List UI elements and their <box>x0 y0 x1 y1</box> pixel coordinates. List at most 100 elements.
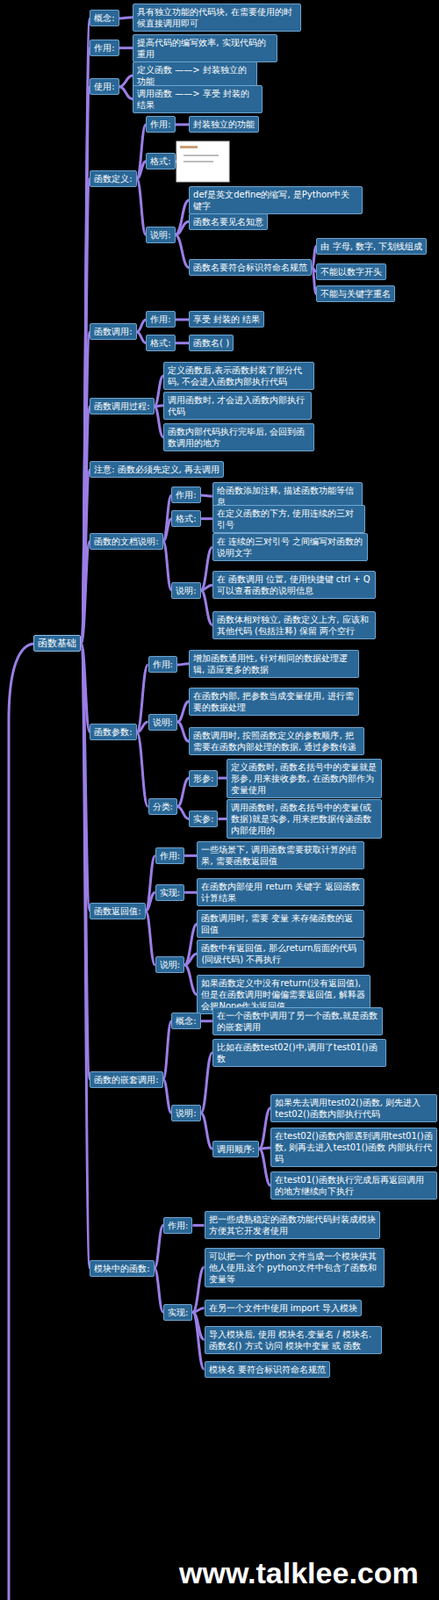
topic-text: 定义函数后,表示函数封装了部分代码, 不会进入函数内部执行代码 <box>167 364 310 388</box>
topic-text: 把一些成熟稳定的函数功能代码封装成模块方便其它开发者使用 <box>208 1213 376 1237</box>
topic-text: 说明: <box>159 958 180 971</box>
topic-box: 一些场景下, 调用函数需要获取计算的结果, 需要函数返回值 <box>196 841 365 870</box>
topic-box: 注意: 函数必须先定义, 再去调用 <box>89 460 224 478</box>
topic-text: 函数的嵌套调用: <box>93 1073 159 1086</box>
topic-box: 导入模块后, 使用 模块名.变量名 / 模块名.函数名() 方式 访问 模块中变… <box>204 1325 382 1354</box>
topic-text: 实现: <box>159 886 180 899</box>
branch-connector <box>80 86 90 644</box>
topic-box: 享受 封装的 结果 <box>188 310 265 328</box>
topic-box: 如果先去调用test02()函数, 则先进入test02()函数内部执行代码 <box>270 1093 438 1123</box>
branch-connector <box>201 590 213 626</box>
branch-connector <box>201 1052 213 1114</box>
branch-connector <box>201 517 213 520</box>
topic-text: 如果先去调用test02()函数, 则先进入test02()函数内部执行代码 <box>274 1096 433 1120</box>
branch-connector <box>154 375 164 407</box>
topic-box: 不能以数字开头 <box>316 263 387 281</box>
branch-connector <box>80 331 90 644</box>
topic-text: 函数定义: <box>93 172 132 185</box>
branch-connector <box>175 200 189 236</box>
topic-text: 作用: <box>150 118 171 130</box>
branch-connector <box>175 234 189 267</box>
branch-connector <box>80 469 90 644</box>
topic-text: 在函数内部使用 return 关键字 返回函数计算结果 <box>201 880 360 904</box>
topic-text: 作用: <box>159 849 180 862</box>
topic-box: 说明: <box>155 956 185 973</box>
topic-box: 作用: <box>145 115 175 133</box>
branch-connector <box>192 1266 204 1312</box>
topic-box: 不能与关键字重名 <box>316 285 396 303</box>
topic-box: 函数名( ) <box>188 334 234 352</box>
branch-connector <box>184 891 197 894</box>
topic-text: 实现: <box>167 1306 188 1318</box>
topic-text: 封装独立的功能 <box>193 118 255 130</box>
trunk-line <box>8 643 36 1600</box>
code-screenshot-line <box>183 160 214 163</box>
topic-box: 作用: <box>163 1216 193 1234</box>
branch-connector <box>177 701 189 722</box>
branch-connector <box>136 664 149 733</box>
branch-connector <box>184 923 197 965</box>
topic-box: 函数调用时, 按照函数定义的参数顺序, 把需要在函数内部处理的数据, 通过参数传… <box>188 726 365 756</box>
topic-box: 概念: <box>171 1012 201 1030</box>
branch-connector <box>145 892 156 911</box>
topic-text: 函数调用时, 按照函数定义的参数顺序, 把需要在函数内部处理的数据, 通过参数传… <box>193 729 360 753</box>
branch-connector <box>136 161 147 180</box>
watermark: www.talklee.com <box>179 1555 419 1591</box>
topic-text: 作用: <box>175 489 196 501</box>
topic-text: 不能以数字开头 <box>320 266 382 278</box>
branch-connector <box>175 317 189 321</box>
branch-connector <box>136 319 147 332</box>
branch-connector <box>136 178 147 235</box>
topic-box: 说明: <box>148 713 178 731</box>
branch-connector <box>163 1021 173 1080</box>
topic-box: 作用: <box>145 310 175 328</box>
topic-text: 模块名 要符合标识符命名规范 <box>208 1363 326 1375</box>
topic-box: 把一些成熟稳定的函数功能代码封装成模块方便其它开发者使用 <box>204 1210 381 1239</box>
topic-box: 格式: <box>145 334 175 352</box>
topic-box: 比如在函数test02()中,调用了test01()函数 <box>212 1038 387 1067</box>
topic-text: 函数名要见名知意 <box>193 215 264 228</box>
topic-text: 调用顺序: <box>216 1143 255 1155</box>
branch-connector <box>80 643 90 1269</box>
branch-connector <box>119 75 133 87</box>
topic-text: 函数调用过程: <box>93 400 150 412</box>
topic-box: 实现: <box>155 884 185 901</box>
topic-text: 说明: <box>175 584 196 597</box>
topic-box: 函数调用时, 需要 变量 来存储函数的返回值 <box>196 909 365 938</box>
topic-box: 调用顺序: <box>212 1140 260 1158</box>
topic-text: 说明: <box>150 229 171 241</box>
branch-connector <box>80 540 90 643</box>
branch-connector <box>136 721 149 733</box>
branch-connector <box>175 122 189 126</box>
branch-connector <box>136 732 149 807</box>
topic-box: 在定义函数的下方, 使用连续的三对引号 <box>212 504 366 533</box>
branch-connector <box>163 540 173 591</box>
topic-text: 格式: <box>175 512 196 525</box>
branch-connector <box>154 1224 164 1268</box>
topic-text: 由 字母, 数字, 下划线组成 <box>320 240 423 252</box>
code-screenshot-line <box>183 154 219 157</box>
topic-text: 函数调用时, 需要 变量 来存储函数的返回值 <box>201 912 360 936</box>
topic-box: 实参: <box>188 810 218 828</box>
branch-connector <box>80 178 90 643</box>
branch-connector <box>201 495 213 497</box>
topic-box: 函数的文档说明: <box>89 532 163 550</box>
topic-box: 定义函数后,表示函数封装了部分代码, 不会进入函数内部执行代码 <box>163 361 315 390</box>
topic-box: 实现: <box>163 1303 193 1321</box>
topic-box: 作用: <box>148 655 178 673</box>
topic-text: 作用: <box>150 313 171 325</box>
topic-text: 格式: <box>150 155 171 167</box>
topic-text: 函数内部代码执行完毕后, 会回到函数调用的地方 <box>167 425 310 449</box>
topic-box: 可以把一个 python 文件当成一个模块供其他人使用,这个 python文件中… <box>204 1247 386 1288</box>
topic-text: 分类: <box>152 800 173 813</box>
code-screenshot-line <box>179 145 198 149</box>
topic-text: 在函数内部, 把参数当成变量使用, 进行需要的数据处理 <box>193 690 355 713</box>
topic-box: 调用函数 ——> 享受 封装的 结果 <box>132 85 263 114</box>
topic-text: 函数体相对独立, 函数定义上方, 应该和其他代码 (包括注释) 保留 两个空行 <box>216 613 372 637</box>
topic-box: 概念: <box>89 9 119 27</box>
branch-connector <box>163 1079 173 1113</box>
branch-connector <box>259 1148 271 1186</box>
topic-text: 一些场景下, 调用函数需要获取计算的结果, 需要函数返回值 <box>201 843 360 867</box>
topic-box: 说明: <box>171 1104 201 1122</box>
